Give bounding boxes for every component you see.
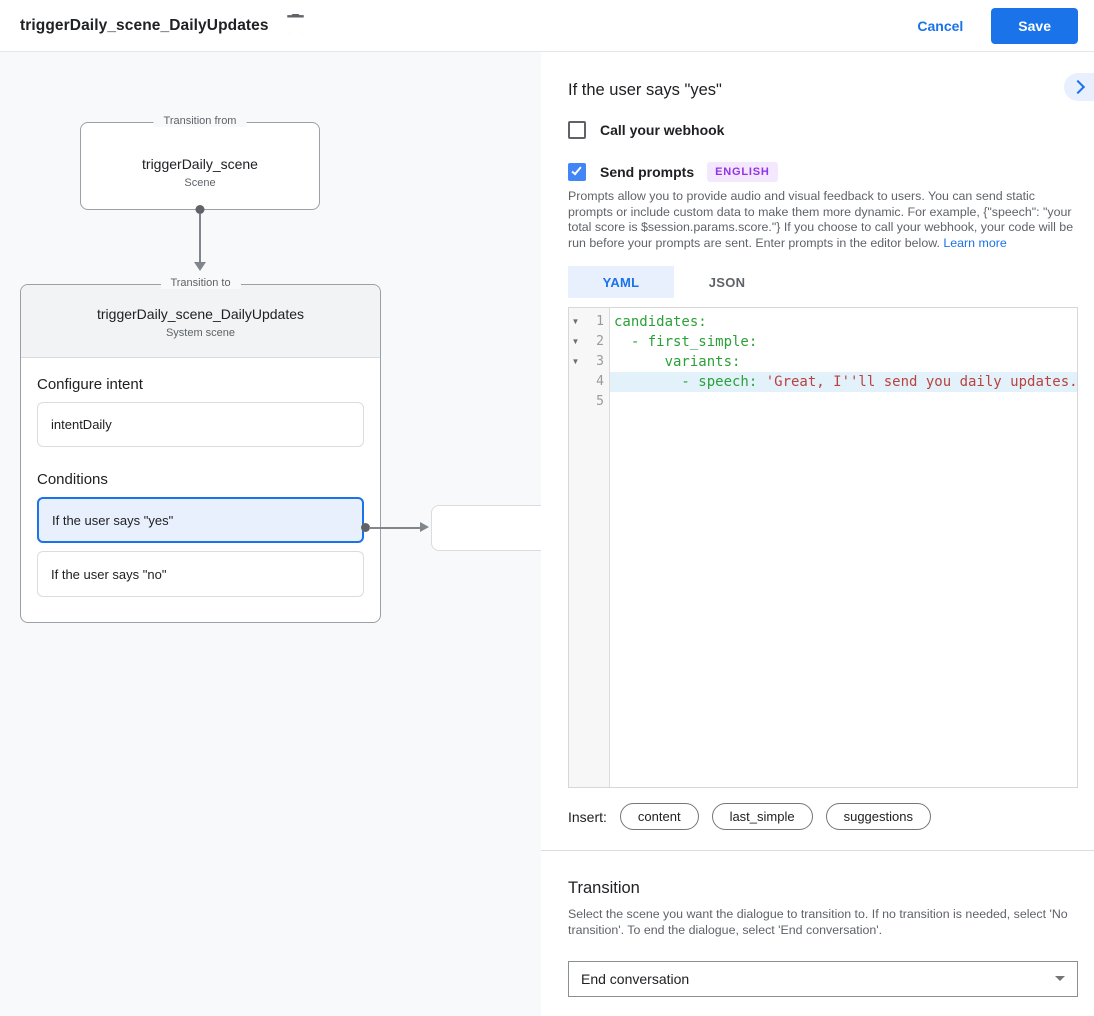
line-number: 5: [596, 394, 604, 410]
insert-chip-last-simple[interactable]: last_simple: [711, 803, 813, 831]
prompts-description: Prompts allow you to provide audio and v…: [568, 189, 1078, 251]
editor-code[interactable]: candidates: - first_simple: variants: - …: [610, 308, 1077, 787]
editor-gutter-line[interactable]: ▼1: [569, 312, 609, 332]
checkmark-icon: [571, 164, 582, 176]
panel-title: If the user says "yes": [568, 81, 722, 99]
connector-dot: [361, 523, 370, 532]
transition-section-title: Transition: [568, 879, 640, 898]
editor-gutter-line[interactable]: ▼3: [569, 352, 609, 372]
prompts-description-text: Prompts allow you to provide audio and v…: [568, 189, 1074, 250]
from-node-subtitle: Scene: [184, 177, 216, 189]
chevron-right-icon: [1070, 79, 1085, 95]
connector-line-horizontal: [369, 527, 421, 529]
call-webhook-label: Call your webhook: [600, 122, 725, 138]
language-badge: ENGLISH: [707, 162, 778, 182]
to-node-title: triggerDaily_scene_DailyUpdates: [97, 306, 304, 322]
code-line[interactable]: - speech: 'Great, I''ll send you daily u…: [610, 372, 1077, 393]
top-bar: triggerDaily_scene_DailyUpdates Cancel S…: [0, 0, 1094, 52]
section-divider: [541, 850, 1094, 852]
collapse-panel-button[interactable]: [1064, 73, 1094, 101]
code-token-key: variants:: [614, 354, 741, 371]
transition-to-node[interactable]: Transition to triggerDaily_scene_DailyUp…: [20, 277, 381, 623]
fold-arrow-icon[interactable]: ▼: [571, 337, 580, 347]
line-number: 1: [596, 314, 604, 330]
insert-row: Insert: content last_simple suggestions: [568, 803, 1078, 831]
condition-item-no[interactable]: If the user says "no": [37, 551, 364, 597]
arrow-down-icon: [194, 262, 206, 271]
code-line[interactable]: candidates:: [610, 312, 1077, 332]
connector-dot: [195, 205, 205, 214]
code-token-key: candidates:: [614, 314, 707, 331]
transition-select[interactable]: End conversation: [568, 960, 1078, 997]
learn-more-link[interactable]: Learn more: [943, 235, 1007, 250]
fold-arrow-placeholder: [569, 372, 582, 392]
editor-gutter-line[interactable]: ▼2: [569, 332, 609, 352]
editor-gutter-line[interactable]: 5: [569, 392, 609, 412]
arrow-right-icon: [420, 522, 429, 532]
to-node-subtitle: System scene: [165, 327, 236, 339]
condition-item-label: If the user says "yes": [52, 512, 174, 528]
tab-json[interactable]: JSON: [708, 274, 746, 290]
line-number: 3: [596, 354, 604, 370]
tab-yaml[interactable]: YAML: [568, 266, 674, 299]
intent-item[interactable]: intentDaily: [37, 402, 364, 447]
connector-line-vertical: [199, 214, 201, 263]
condition-detail-panel: If the user says "yes" Call your webhook…: [541, 52, 1094, 1016]
transition-from-node[interactable]: Transition from triggerDaily_scene Scene: [80, 115, 320, 214]
fold-arrow-placeholder: [569, 392, 582, 412]
save-button[interactable]: Save: [991, 7, 1078, 44]
editor-gutter-line[interactable]: 4: [569, 372, 609, 392]
line-number: 2: [596, 334, 604, 350]
code-line[interactable]: variants:: [610, 352, 1077, 372]
code-line[interactable]: [610, 392, 1077, 412]
send-prompts-checkbox[interactable]: [568, 163, 586, 181]
code-token-key: - first_simple:: [614, 334, 758, 351]
insert-label: Insert:: [568, 808, 607, 825]
to-node-header: triggerDaily_scene_DailyUpdates System s…: [21, 285, 380, 358]
delete-scene-button[interactable]: [286, 14, 304, 37]
intent-item-label: intentDaily: [51, 417, 112, 432]
code-line[interactable]: - first_simple:: [610, 332, 1077, 352]
page-title: triggerDaily_scene_DailyUpdates: [20, 16, 269, 34]
code-token-string: 'Great, I''ll send you daily updates.': [765, 374, 1077, 391]
send-prompts-label: Send prompts: [600, 164, 695, 180]
transition-to-legend: Transition to: [160, 277, 241, 289]
editor-format-tabs: YAML JSON: [568, 266, 1078, 299]
transition-description: Select the scene you want the dialogue t…: [568, 907, 1068, 937]
trash-icon: [286, 14, 304, 37]
condition-item-yes[interactable]: If the user says "yes": [37, 497, 364, 543]
transition-select-value: End conversation: [581, 970, 690, 987]
code-token-key: - speech:: [614, 374, 766, 391]
configure-intent-label: Configure intent: [37, 376, 143, 393]
from-node-title: triggerDaily_scene: [142, 156, 258, 172]
call-webhook-checkbox[interactable]: [568, 121, 586, 139]
condition-target-node[interactable]: [431, 505, 541, 551]
fold-arrow-icon[interactable]: ▼: [571, 317, 580, 327]
condition-item-label: If the user says "no": [51, 566, 167, 582]
dropdown-caret-icon: [1055, 976, 1065, 982]
fold-arrow-icon[interactable]: ▼: [571, 357, 580, 367]
line-number: 4: [596, 374, 604, 390]
conditions-label: Conditions: [37, 471, 108, 488]
scene-diagram-canvas: Transition from triggerDaily_scene Scene…: [0, 52, 541, 1016]
to-node-body: Configure intent intentDaily Conditions …: [21, 358, 380, 615]
insert-chip-content[interactable]: content: [619, 803, 699, 831]
transition-from-legend: Transition from: [153, 115, 247, 127]
insert-chip-suggestions[interactable]: suggestions: [825, 803, 931, 831]
cancel-button[interactable]: Cancel: [917, 17, 964, 34]
